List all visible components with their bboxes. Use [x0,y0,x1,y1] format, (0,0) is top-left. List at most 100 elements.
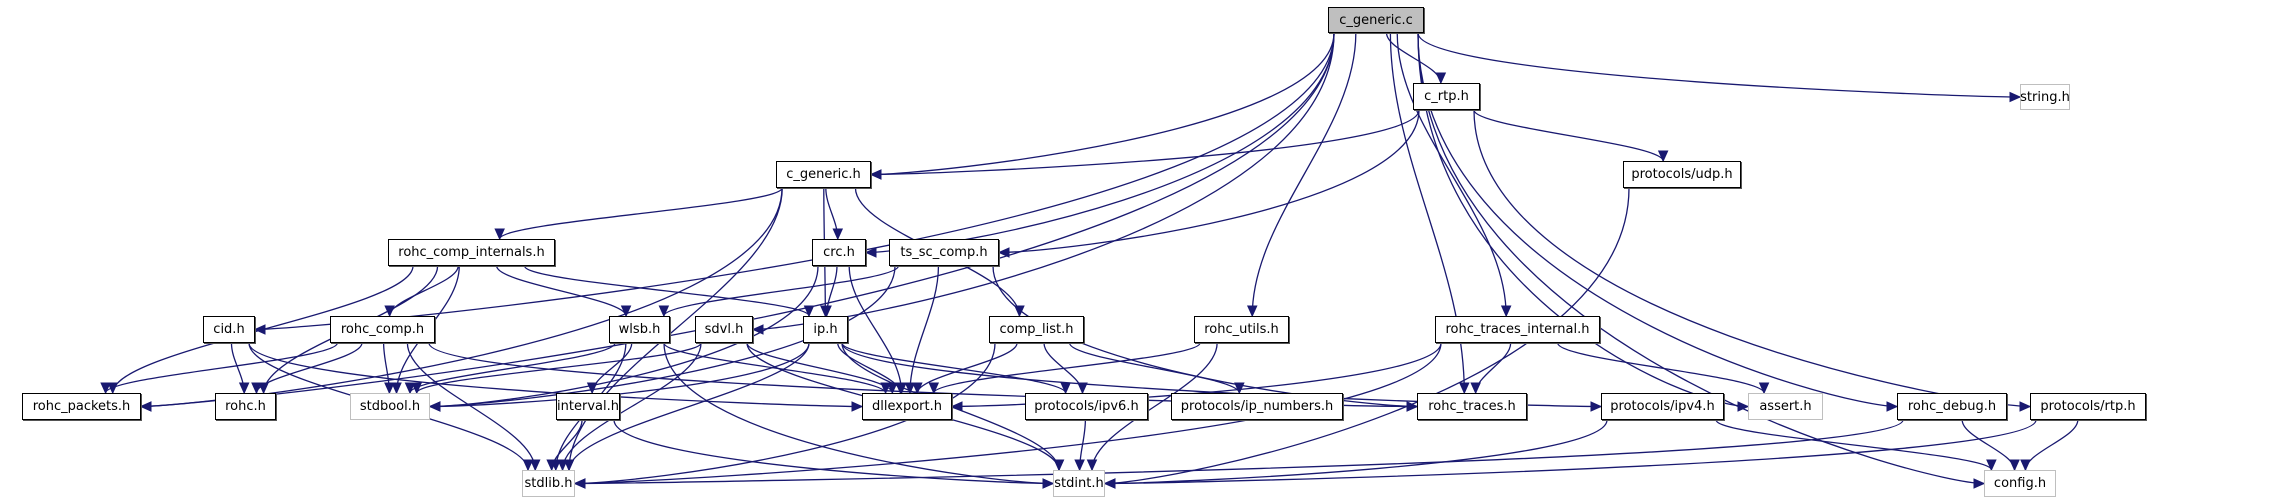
node-label: rohc_packets.h [32,399,131,414]
arrowhead-icon [620,305,632,318]
node-rohc-traces-h[interactable]: rohc_traces.h [1417,393,1527,420]
edge-c_generic_c-to-rohc_utils_h [1251,32,1357,317]
node-rohc-debug-h[interactable]: rohc_debug.h [1897,393,2007,420]
arrowhead-icon [928,382,940,395]
arrowhead-icon [1973,478,1986,489]
node-protocols-ip-numbers-h[interactable]: protocols/ip_numbers.h [1171,393,1343,420]
node-dllexport-h[interactable]: dllexport.h [862,393,952,420]
node-wlsb-h[interactable]: wlsb.h [609,316,670,343]
node-label: protocols/ip_numbers.h [1180,399,1334,414]
arrowhead-icon [1886,401,1899,412]
node-rohc-traces-internal-h[interactable]: rohc_traces_internal.h [1435,316,1600,343]
edge-rohc_comp_h-to-rohc_h [255,342,363,394]
edge-interval_h-to-stdint_h [613,419,1054,485]
arrowhead-icon [2009,91,2022,103]
edge-c_generic_c-to-string_h [1417,32,2021,98]
arrowhead-icon [851,401,864,412]
node-ts-sc-comp-h[interactable]: ts_sc_comp.h [889,239,999,266]
node-crc-h[interactable]: crc.h [812,239,866,266]
node-rohc-utils-h[interactable]: rohc_utils.h [1194,316,1289,343]
arrowhead-icon [586,382,598,395]
node-config-h: config.h [1984,470,2056,497]
edge-c_rtp_h-to-protocols_rtp_h [1473,109,2031,408]
edge-ts_sc_comp_h-to-wlsb_h [663,265,899,317]
arrowhead-icon [751,324,764,335]
node-comp-list-h[interactable]: comp_list.h [989,316,1084,343]
arrowhead-icon [494,228,505,241]
node-stdbool-h: stdbool.h [350,393,430,420]
node-label: ts_sc_comp.h [900,245,988,260]
node-rohc-comp-internals-h[interactable]: rohc_comp_internals.h [388,239,555,266]
edge-crc_h-to-dllexport_h [848,265,903,394]
node-label: stdlib.h [524,476,573,491]
node-ip-h[interactable]: ip.h [803,316,848,343]
edge-comp_list_h-to-protocols_ip_numbers_h [1068,342,1241,394]
edge-rohc_comp_h-to-rohc_packets_h [104,342,338,394]
node-label: rohc_comp.h [340,322,425,337]
edge-cid_h-to-dllexport_h [248,342,863,408]
edge-protocols_udp_h-to-stdint_h [1104,187,1630,485]
edge-c_generic_c-to-rohc_traces_h [1389,32,1465,394]
arrowhead-icon [1657,150,1669,163]
edge-ts_sc_comp_h-to-stdbool_h [429,265,896,408]
edge-protocols_ipv4_h-to-config_h [1715,419,1993,471]
arrowhead-icon [100,382,111,395]
node-label: rohc_comp_internals.h [398,245,545,260]
edge-c_rtp_h-to-c_generic_h [870,109,1420,176]
node-protocols-ipv4-h[interactable]: protocols/ipv4.h [1601,393,1724,420]
edge-ts_sc_comp_h-to-dllexport_h [909,265,940,394]
edge-rohc_traces_internal_h-to-assert_h [1557,342,1765,394]
edge-ip_h-to-protocols_ipv4_h [841,342,1602,408]
edge-ip_h-to-stdlib_h [568,342,810,471]
edge-rohc_comp_h-to-stdlib_h [406,342,536,471]
arrowhead-icon [1986,459,1997,472]
node-label: ip.h [813,322,838,337]
arrowhead-icon [821,305,832,318]
node-c-generic-h[interactable]: c_generic.h [776,161,871,188]
edge-rohc_utils_h-to-dllexport_h [933,342,1201,394]
node-cid-h[interactable]: cid.h [203,316,255,343]
node-stdlib-h: stdlib.h [522,470,575,497]
arrowhead-icon [522,459,534,472]
arrowhead-icon [1246,305,1258,318]
edge-rohc_debug_h-to-stdlib_h [574,419,1904,485]
node-label: protocols/ipv6.h [1034,399,1139,414]
node-c-rtp-h[interactable]: c_rtp.h [1413,83,1480,110]
arrowhead-icon [384,305,395,318]
arrowhead-icon [1234,382,1245,395]
arrowhead-icon [529,459,541,472]
node-label: rohc_traces_internal.h [1445,322,1590,337]
node-label: interval.h [557,399,619,414]
node-rohc-packets-h[interactable]: rohc_packets.h [22,393,141,420]
node-interval-h[interactable]: interval.h [556,393,620,420]
arrowhead-icon [563,459,575,472]
node-assert-h: assert.h [1748,393,1823,420]
node-sdvl-h[interactable]: sdvl.h [695,316,753,343]
node-rohc-comp-h[interactable]: rohc_comp.h [330,316,435,343]
edge-c_rtp_h-to-protocols_udp_h [1473,109,1664,162]
node-c-generic-c: c_generic.c [1328,7,1424,33]
node-label: protocols/udp.h [1631,167,1733,182]
edge-wlsb_h-to-stdint_h [663,342,1054,485]
edge-ip_h-to-protocols_ipv6_h [841,342,1067,394]
edge-comp_list_h-to-dllexport_h [916,342,1018,394]
node-rohc-h[interactable]: rohc.h [215,393,276,420]
arrowhead-icon [1406,401,1419,412]
arrowhead-icon [546,459,557,472]
node-label: dllexport.h [872,399,942,414]
edge-protocols_ipv4_h-to-stdint_h [1104,419,1608,485]
edge-c_generic_h-to-rohc_packets_h [140,187,783,408]
node-label: assert.h [1759,399,1812,414]
node-label: rohc_traces.h [1428,399,1516,414]
edge-rohc_utils_h-to-stdint_h [1091,342,1218,471]
arrowhead-icon [238,382,250,395]
node-protocols-ipv6-h[interactable]: protocols/ipv6.h [1025,393,1148,420]
node-protocols-rtp-h[interactable]: protocols/rtp.h [2030,393,2146,420]
arrowhead-icon [557,459,568,472]
node-protocols-udp-h[interactable]: protocols/udp.h [1623,161,1741,188]
node-label: string.h [2020,89,2070,105]
edge-rohc_comp_internals_h-to-wlsb_h [496,265,627,317]
edge-c_rtp_h-to-ts_sc_comp_h [998,109,1420,254]
node-label: config.h [1993,476,2047,491]
